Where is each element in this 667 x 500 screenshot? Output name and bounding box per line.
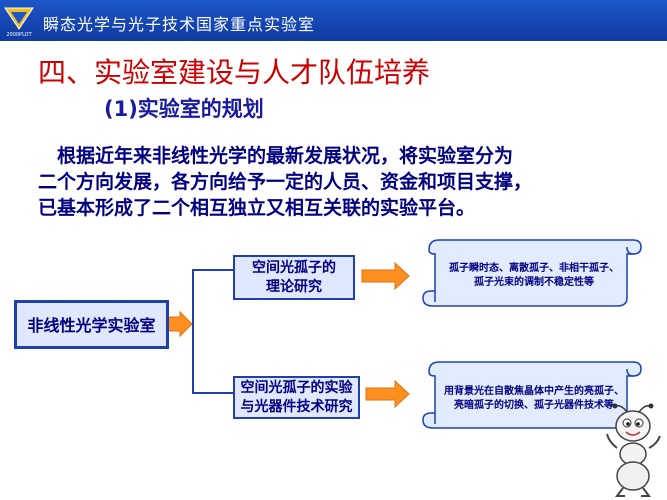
branch2-arrow-icon (365, 379, 410, 409)
paragraph-line: 二个方向发展，各方向给予一定的人员、资金和项目支撑， (38, 171, 533, 193)
branch-connector-line (192, 269, 233, 324)
branch2-detail: 用背景光在自散焦晶体中产生的亮孤子、 亮暗孤子的切换、孤子光器件技术等 (434, 385, 634, 413)
section-subtitle: (1)实验室的规划 (104, 97, 264, 121)
branch1-node-box: 空间光孤子的 理论研究 (233, 255, 355, 300)
branch1-label-line: 空间光孤子的 (252, 260, 336, 276)
branch-connector-line (192, 324, 233, 394)
detail-line: 孤子瞬时态、离散孤子、非相干孤子、 (449, 263, 619, 274)
scroll-banner-icon (422, 239, 642, 307)
paragraph-line: 根据近年来非线性光学的最新发展状况，将实验室分为 (38, 145, 514, 167)
detail-line: 亮暗孤子的切换、孤子光器件技术等 (454, 400, 614, 411)
branch1-detail: 孤子瞬时态、离散孤子、非相干孤子、 孤子光束的调制不稳定性等 (436, 262, 632, 290)
detail-line: 孤子光束的调制不稳定性等 (474, 277, 594, 288)
logo-text: 2000PLOT (6, 32, 32, 38)
header-title: 瞬态光学与光子技术国家重点实验室 (43, 15, 316, 34)
branch2-node-box: 空间光孤子的实验 与光器件技术研究 (233, 376, 360, 419)
branch1-arrow-icon (361, 261, 410, 291)
root-node-box: 非线性光学实验室 (14, 300, 169, 349)
root-arrow-icon (167, 310, 193, 338)
branch2-label-line: 空间光孤子的实验 (240, 380, 353, 396)
header-bar: 2000PLOT 瞬态光学与光子技术国家重点实验室 (0, 0, 667, 41)
branch2-label-line: 与光器件技术研究 (240, 399, 353, 415)
ant-mascot-icon (606, 403, 661, 497)
page-title: 四、实验室建设与人才队伍培养 (38, 56, 431, 89)
body-paragraph: 根据近年来非线性光学的最新发展状况，将实验室分为 二个方向发展，各方向给予一定的… (38, 143, 618, 221)
paragraph-line: 已基本形成了二个相互独立又相互关联的实验平台。 (38, 197, 476, 219)
lab-logo-icon: 2000PLOT (4, 7, 34, 38)
detail-line: 用背景光在自散焦晶体中产生的亮孤子、 (444, 386, 624, 397)
branch1-label-line: 理论研究 (266, 279, 322, 295)
